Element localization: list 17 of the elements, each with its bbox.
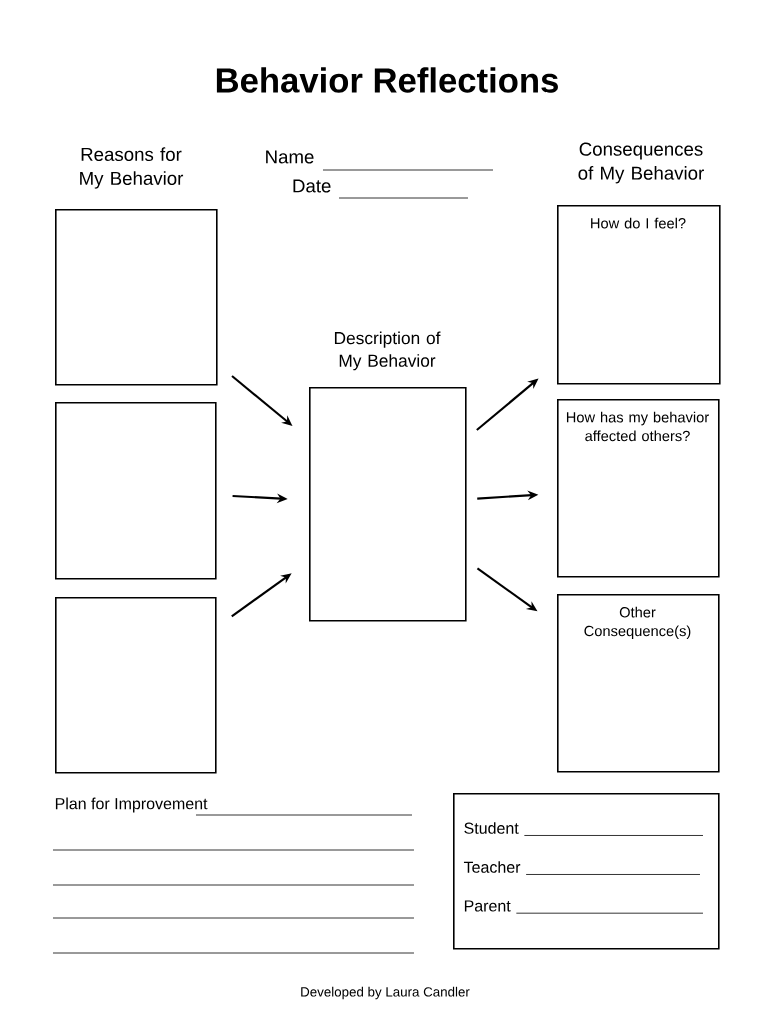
- answer-box: [55, 597, 217, 774]
- footer-credit: Developed by Laura Candler: [301, 986, 470, 1000]
- title: Behavior Reflections: [216, 67, 558, 93]
- field-label: Plan for Improvement: [55, 797, 208, 813]
- field-label: Name: [266, 150, 314, 164]
- answer-box: [55, 209, 218, 386]
- field-label: Student: [464, 822, 519, 834]
- field-label: Parent: [464, 900, 511, 912]
- box-prompt: How do I feel?: [591, 217, 686, 229]
- field-label: Date: [293, 179, 331, 193]
- box-heading: Description of My Behavior: [334, 331, 441, 371]
- heading: Reasons for My Behavior: [80, 147, 184, 189]
- answer-box: [55, 402, 217, 580]
- box-prompt: How has my behavior affected others?: [566, 411, 709, 442]
- box-prompt: Other Consequence(s): [584, 606, 691, 640]
- field-label: Teacher: [463, 861, 521, 873]
- heading: Consequences of My Behavior: [578, 142, 704, 184]
